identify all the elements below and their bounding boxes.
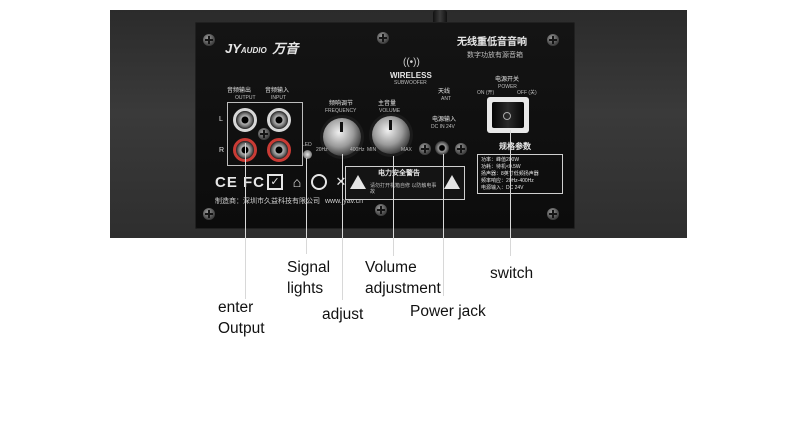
screw [375,204,387,216]
input-left-jack[interactable] [267,108,291,132]
input-right-jack[interactable] [267,138,291,162]
rear-control-panel: JYAUDIO 万音 无线重低音音响 数字功放有源音箱 ((•)) WIRELE… [195,22,575,229]
volume-label-cn: 主音量 [378,101,397,107]
volume-max-label: MAX [401,147,412,153]
antenna-label: ANT [441,96,451,102]
audio-output-label-cn: 音频输出 [227,88,252,94]
safety-warning-box: 电力安全警告 请勿打开机箱自修 以防触电事故 [345,166,465,200]
led-label: LED [302,142,312,148]
power-input-label-cn: 电源输入 [432,117,457,123]
annotation-volume-adjustment: Volume adjustment [365,259,441,297]
power-jack[interactable] [435,141,449,155]
spec-line: 频率响应：20Hz-400Hz [481,178,534,184]
wireless-icon: ((•)) [403,57,420,68]
screw [547,208,559,220]
power-switch-label: POWER [498,84,517,90]
power-switch-label-cn: 电源开关 [495,77,520,83]
website-text: www.jyav.cn [325,198,363,205]
frequency-max-label: 400Hz [350,147,365,153]
rocker-mark [503,112,511,120]
spec-title: 规格参数 [499,142,531,151]
spec-line: 扬声器：8英寸低频扬声器 [481,171,559,178]
screw [547,34,559,46]
annotation-adjust: adjust [322,306,364,323]
annotation-signal-lights: Signal lights [287,259,331,297]
spec-line: 电源输入：DC 24V [481,185,524,191]
leader-line-switch [510,130,511,256]
annotation-switch: switch [490,265,534,282]
frequency-label: FREQUENCY [325,108,357,114]
frequency-label-cn: 频响调节 [329,101,354,107]
volume-knob[interactable] [372,116,410,154]
brand-logo: JYAUDIO 万音 [225,41,299,56]
certification-icons: ✓ ⌂ ✕ [267,174,349,190]
annotation-enter-output: enter Output [218,299,265,337]
spec-line: 功率：峰值200W [481,157,520,163]
annotation-power-jack: Power jack [410,303,486,320]
audio-input-label-cn: 音频输入 [265,88,290,94]
screw [455,143,467,155]
recycle-icon [311,174,327,190]
check-icon: ✓ [267,174,283,190]
channel-left-label: L [219,116,223,123]
frequency-min-label: 20Hz [316,147,328,153]
no-trash-icon: ✕ [335,174,347,189]
switch-off-label: OFF (关) [517,90,537,96]
volume-label: VOLUME [379,108,401,114]
house-icon: ⌂ [292,174,302,190]
input-label: INPUT [271,95,286,101]
leader-line-volume [393,156,394,256]
leader-line-power-jack [443,154,444,296]
volume-min-label: MIN [367,147,377,153]
warning-title: 电力安全警告 [378,170,420,177]
output-label: OUTPUT [235,95,256,101]
product-title: 无线重低音音响 [457,37,527,48]
wireless-label: WIRELESS [390,71,432,80]
audio-io-box [227,102,303,166]
output-left-jack[interactable] [233,108,257,132]
rocker [492,102,524,128]
warning-icon-right [444,175,460,189]
switch-on-label: ON (开) [477,90,495,96]
screw [203,208,215,220]
wireless-sub-label: SUBWOOFER [394,80,427,86]
spec-line: 功耗：待机<0.5W [481,164,521,170]
warning-icon-left [350,175,366,189]
certification-marks: CE FC [215,174,265,191]
screw [377,32,389,44]
channel-right-label: R [219,147,225,154]
screw [203,34,215,46]
power-input-label: DC IN 24V [431,124,455,130]
screw [258,128,270,140]
screw [419,143,431,155]
signal-led [303,150,312,159]
spec-box: 功率：峰值200W 功耗：待机<0.5W 扬声器：8英寸低频扬声器 频率响应：2… [477,154,563,194]
leader-line-enter-output [245,143,246,299]
leader-line-adjust [342,154,343,300]
antenna-label-cn: 天线 [438,89,451,95]
product-subtitle: 数字功放有源音箱 [467,52,523,59]
manufacturer-text: 制造商：深圳市久益科技有限公司 [215,198,320,205]
warning-body: 请勿打开机箱自修 以防触电事故 [370,183,437,195]
leader-line-signal-lights [306,158,307,254]
frequency-knob[interactable] [323,118,361,156]
power-switch[interactable] [487,97,529,133]
